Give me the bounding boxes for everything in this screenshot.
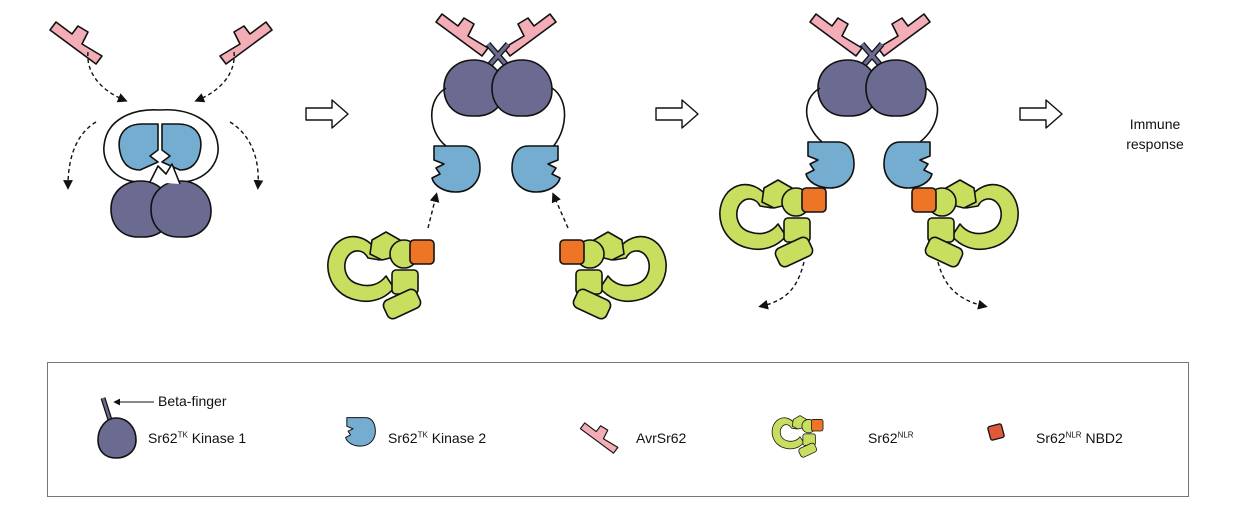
kinase1-right xyxy=(150,180,212,238)
nlr-left xyxy=(327,231,435,322)
kinase2-right xyxy=(161,123,202,171)
dashed-arrow xyxy=(229,121,264,190)
kinase1-right xyxy=(865,59,927,117)
beta-finger xyxy=(149,163,181,185)
kinase2-left xyxy=(431,145,481,193)
legend-nbd2-label: Sr62NLR NBD2 xyxy=(1036,430,1123,446)
legend-beta-finger-label: Beta-finger xyxy=(158,393,227,409)
legend-box xyxy=(47,362,1189,497)
immune-response-label: Immune response xyxy=(1126,116,1184,152)
kinase1-right xyxy=(491,59,553,117)
avr-effector-left xyxy=(809,13,863,57)
avr-effector-right xyxy=(503,13,557,57)
nlr-right xyxy=(911,179,1019,270)
transition-arrow-2 xyxy=(655,99,699,129)
avr-effector-left xyxy=(435,13,489,57)
stage-1-resting-complex xyxy=(49,21,273,238)
legend-nlr-label: Sr62NLR xyxy=(868,430,914,446)
legend-kinase2-label: Sr62TK Kinase 2 xyxy=(388,430,487,446)
transition-arrow-3 xyxy=(1019,99,1063,129)
nlr-right xyxy=(559,231,667,322)
kinase1-legend-icon xyxy=(97,417,137,459)
kinase2-right xyxy=(883,141,933,189)
avr-effector-left xyxy=(49,21,103,65)
dashed-arrow xyxy=(427,192,440,229)
nlr-left xyxy=(719,179,827,270)
dashed-arrow xyxy=(551,192,569,229)
legend-kinase1-label: Sr62TK Kinase 1 xyxy=(148,430,247,446)
nbd2-legend-icon xyxy=(987,423,1005,441)
legend-glyphs xyxy=(97,397,1005,459)
avr-effector-right xyxy=(219,21,273,65)
stage-3-nlr-activation xyxy=(719,13,1019,310)
kinase2-left xyxy=(805,141,855,189)
dashed-arrow xyxy=(87,51,128,103)
dashed-arrow xyxy=(63,121,97,190)
avr-effector-right xyxy=(877,13,931,57)
kinase2-left xyxy=(118,123,159,171)
dashed-arrow xyxy=(758,261,805,310)
dashed-arrow xyxy=(937,261,988,310)
transition-arrow-1 xyxy=(305,99,349,129)
legend-avr-label: AvrSr62 xyxy=(636,430,687,446)
kinase2-right xyxy=(511,145,561,193)
dashed-arrow xyxy=(194,51,235,103)
stage-2-effector-bound xyxy=(327,13,667,322)
